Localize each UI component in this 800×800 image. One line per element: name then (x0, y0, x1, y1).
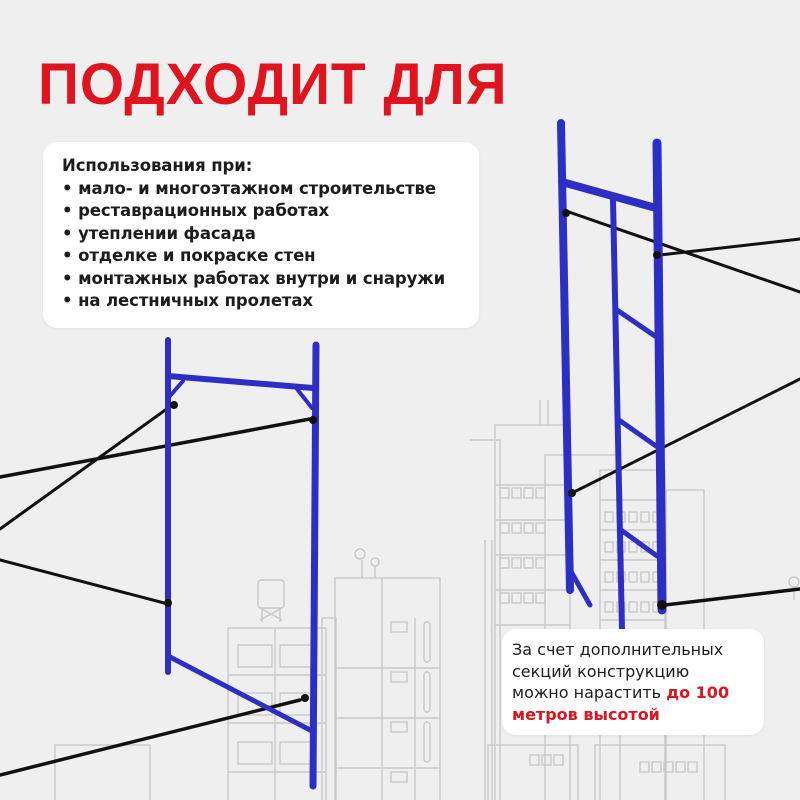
uses-list: Использования при: мало- и многоэтажном … (62, 155, 445, 313)
uses-heading: Использования при: (62, 156, 253, 175)
cross-braces (0, 209, 800, 777)
list-item: утеплении фасада (62, 223, 445, 246)
list-item: реставрационных работах (62, 200, 445, 223)
scaffold-frame-passage (165, 337, 320, 790)
page-title: ПОДХОДИТ ДЛЯ (38, 52, 508, 117)
height-note-text: За счет дополнительных секций конструкци… (512, 639, 729, 725)
scaffold-frame-ladder (557, 119, 667, 633)
list-item: мало- и многоэтажном строительстве (62, 178, 445, 201)
note-text: можно нарастить (512, 683, 667, 702)
list-item: отделке и покраске стен (62, 245, 445, 268)
uses-card: Использования при: мало- и многоэтажном … (43, 142, 479, 328)
note-highlight: до 100 (666, 683, 730, 702)
list-item: на лестничных пролетах (62, 290, 445, 313)
height-note-card: За счет дополнительных секций конструкци… (502, 629, 764, 735)
note-line: За счет дополнительных (512, 640, 724, 659)
note-highlight: метров высотой (512, 704, 660, 724)
list-item: монтажных работах внутри и снаружи (62, 268, 445, 291)
note-line: можно нарастить до 100 (512, 682, 729, 704)
note-line: секций конструкцию (512, 661, 690, 681)
